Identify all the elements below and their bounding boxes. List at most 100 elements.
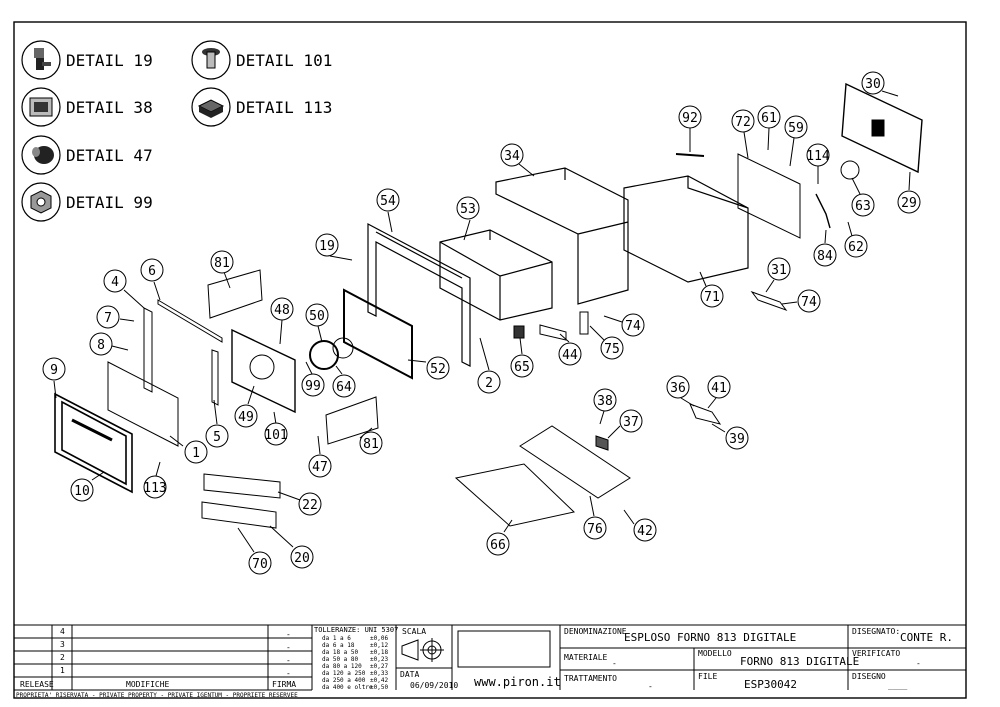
balloon: 72 <box>731 109 755 159</box>
balloon: 74 <box>781 289 821 313</box>
svg-text:99: 99 <box>305 379 321 394</box>
balloon: 44 <box>558 333 582 366</box>
svg-text:62: 62 <box>848 240 864 255</box>
balloon: 53 <box>456 196 480 241</box>
svg-text:59: 59 <box>788 121 804 136</box>
balloon: 48 <box>270 297 294 345</box>
svg-text:49: 49 <box>238 410 254 425</box>
detail-38-label: DETAIL 38 <box>66 98 153 117</box>
switch-65 <box>513 325 525 339</box>
svg-text:113: 113 <box>143 481 166 496</box>
balloon: 71 <box>699 271 724 308</box>
detail-113: DETAIL 113 <box>191 87 332 127</box>
tolerance-value: ±0,42 <box>370 677 388 684</box>
inner-front-panel <box>231 328 296 414</box>
data-value: 06/09/2010 <box>410 681 458 690</box>
trattamento-label: TRATTAMENTO <box>564 674 617 683</box>
back-panel <box>737 153 801 239</box>
outer-shell <box>495 167 629 305</box>
balloon: 2 <box>477 337 501 394</box>
balloon: 52 <box>407 356 450 380</box>
svg-text:63: 63 <box>855 199 871 214</box>
bracket-75 <box>579 311 589 335</box>
balloon: 6 <box>140 258 164 301</box>
svg-text:38: 38 <box>597 394 613 409</box>
detail-legend: DETAIL 19 DETAIL 38 DETAIL 47 DETAI <box>21 40 332 222</box>
file-label: FILE <box>698 672 717 681</box>
shelf-support-top <box>207 269 263 319</box>
svg-text:37: 37 <box>623 415 639 430</box>
bottom-tray <box>519 425 631 499</box>
tolerance-value: ±0,06 <box>370 635 388 642</box>
revision-sign: - <box>286 669 291 678</box>
tolerance-value: ±0,18 <box>370 649 388 656</box>
svg-text:50: 50 <box>309 309 325 324</box>
detail-101: DETAIL 101 <box>191 40 332 80</box>
materiale-label: MATERIALE <box>564 653 608 662</box>
door-gasket <box>343 288 413 380</box>
title-block-text: 4 3 2 1 - - - - RELEASE MODIFICHE FIRMA … <box>16 626 953 699</box>
svg-text:2: 2 <box>485 376 493 391</box>
detail-47-label: DETAIL 47 <box>66 146 153 165</box>
bottom-plate <box>454 463 576 527</box>
materiale-value: - <box>612 659 617 668</box>
modello-value: FORNO 813 DIGITALE <box>740 655 859 668</box>
balloon: 8 <box>89 332 129 356</box>
svg-text:34: 34 <box>504 149 520 164</box>
top-rail <box>157 299 223 343</box>
svg-text:114: 114 <box>806 149 830 164</box>
svg-text:29: 29 <box>901 196 917 211</box>
rod-92 <box>675 153 705 157</box>
rear-cover-plate <box>841 82 923 174</box>
scala-label: SCALA <box>402 627 426 636</box>
disegnato-value: CONTE R. <box>900 631 953 644</box>
balloon: 37 <box>607 409 643 439</box>
revision-number: 3 <box>60 640 65 649</box>
svg-text:65: 65 <box>514 360 530 375</box>
balloon: 39 <box>711 423 749 450</box>
disegnato-label: DISEGNATO: <box>852 627 900 636</box>
svg-text:92: 92 <box>682 111 698 126</box>
svg-text:4: 4 <box>111 275 119 290</box>
balloon: 61 <box>757 105 781 151</box>
fan-motor <box>840 160 860 180</box>
balloon: 20 <box>269 525 314 569</box>
balloon: 65 <box>510 337 534 378</box>
file-value: ESP30042 <box>744 678 797 691</box>
svg-text:101: 101 <box>264 428 287 443</box>
svg-text:52: 52 <box>430 362 446 377</box>
firma-label: FIRMA <box>272 680 296 689</box>
svg-text:41: 41 <box>711 381 727 396</box>
tolerance-range: da 1 a 6 <box>322 635 351 642</box>
website: www.piron.it <box>474 675 561 689</box>
tolerance-range: da 50 a 80 <box>322 656 359 663</box>
hex-nut-icon <box>30 190 52 214</box>
svg-text:22: 22 <box>302 498 318 513</box>
modifiche-label: MODIFICHE <box>126 680 170 689</box>
svg-text:42: 42 <box>637 524 653 539</box>
svg-text:5: 5 <box>213 430 221 445</box>
tolerance-range: da 400 e oltre <box>322 684 373 691</box>
oven-cavity <box>439 229 553 321</box>
verificato-label: VERIFICATO <box>852 649 900 658</box>
svg-text:84: 84 <box>817 249 833 264</box>
detail-19-label: DETAIL 19 <box>66 51 153 70</box>
svg-text:74: 74 <box>801 295 817 310</box>
revision-sign: - <box>286 643 291 652</box>
bracket-clip-icon <box>29 97 53 117</box>
verificato-value: - <box>916 659 921 668</box>
balloon: 62 <box>844 221 868 258</box>
balloon: 63 <box>851 177 875 217</box>
balloon: 30 <box>861 71 899 97</box>
svg-text:75: 75 <box>604 342 620 357</box>
screw-icon <box>202 48 220 69</box>
svg-text:1: 1 <box>192 446 200 461</box>
svg-text:47: 47 <box>312 460 328 475</box>
balloon: 31 <box>765 257 791 293</box>
data-label: DATA <box>400 670 419 679</box>
balloon: 41 <box>707 375 731 409</box>
denominazione-value: ESPLOSO FORNO 813 DIGITALE <box>624 631 796 644</box>
element-thermostat <box>689 403 722 425</box>
svg-text:61: 61 <box>761 111 777 126</box>
